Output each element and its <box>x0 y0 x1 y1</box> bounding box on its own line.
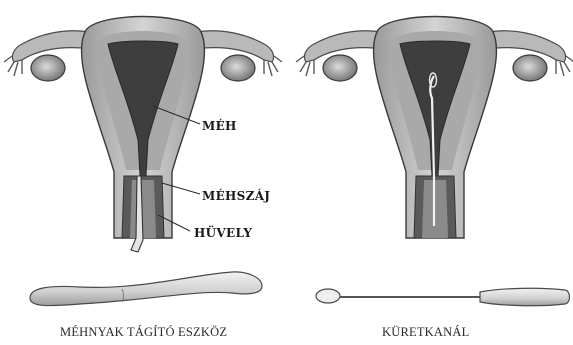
label-vagina: HÜVELY <box>194 226 252 240</box>
dilator-instrument <box>30 272 262 306</box>
caption-dilator: MÉHNYAK TÁGÍTÓ ESZKÖZ <box>60 325 227 340</box>
label-uterus: MÉH <box>202 119 237 133</box>
caption-curette: KÜRETKANÁL <box>382 325 469 340</box>
uterus-right <box>296 17 573 239</box>
label-cervix: MÉHSZÁJ <box>202 189 270 203</box>
curette-instrument <box>316 288 570 305</box>
uterus-left <box>4 17 282 253</box>
